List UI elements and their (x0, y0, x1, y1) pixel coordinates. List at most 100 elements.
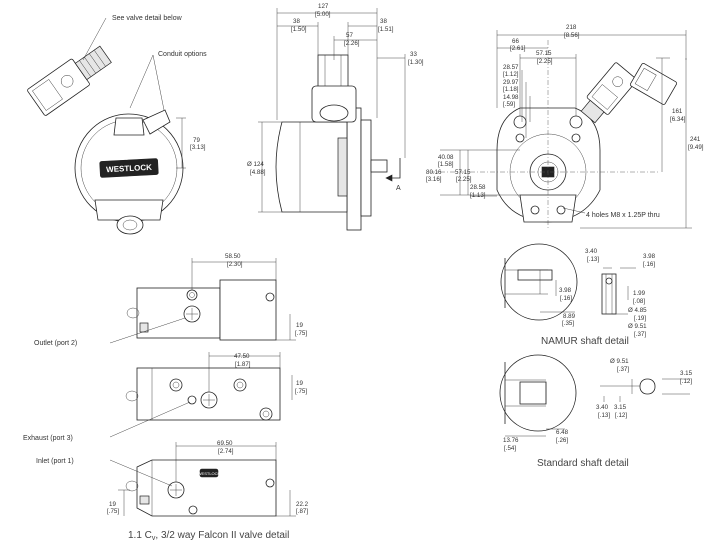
dim-top-5715a: 57.15 (536, 50, 552, 57)
dim-valve-222-in: [.87] (296, 508, 308, 515)
dim-side-38b: 38 (380, 18, 387, 25)
dim-top-66-in: [2.61] (510, 45, 526, 52)
dim-valve-6950-in: [2.74] (218, 448, 234, 455)
dim-namur-398a: 3.98 (559, 287, 572, 294)
dim-namur-199-in: [.08] (633, 298, 645, 305)
valve-view-inlet: WESTLOCK 69.50 [2.74] 19 [.75] 22.2 [.87… (36, 440, 309, 517)
dim-top-5715b-in: [2.25] (456, 176, 472, 183)
dim-top-218-in: [8.56] (564, 32, 580, 39)
label-inlet: Inlet (port 1) (36, 458, 74, 465)
dim-std-340-in: [.13] (598, 412, 610, 419)
dim-top-4008: 40.08 (438, 154, 454, 161)
label-holes: 4 holes M8 x 1.25P thru (586, 212, 660, 219)
dim-top-2858: 28.58 (470, 184, 486, 191)
dim-valve-19b-in: [.75] (295, 388, 307, 395)
namur-shaft-detail: 3.98 [.16] 8.89 [.35] 3.40 [.13] 3.98 [.… (500, 243, 656, 347)
section-a-label: A (396, 185, 401, 192)
label-conduit-options: Conduit options (158, 51, 207, 58)
dim-top-8016-in: [3.16] (426, 176, 442, 183)
dim-namur-951: Ø 9.51 (628, 323, 647, 330)
caption-subscript: v (152, 535, 156, 542)
dim-top-241: 241 (690, 136, 701, 143)
dim-namur-340-in: [.13] (587, 256, 599, 263)
valve-view-exhaust: 47.50 [1.87] 19 [.75] Exhaust (port 3) (23, 352, 307, 442)
dim-std-648: 6.48 (556, 429, 569, 436)
caption-prefix: 1.1 C (128, 530, 152, 541)
standard-shaft-detail: 6.48 [.26] 13.76 [.54] Ø 9.51 [.37] 3.15… (499, 354, 693, 469)
dim-namur-398b: 3.98 (643, 253, 656, 260)
dim-valve-4750-in: [1.87] (235, 361, 251, 368)
dim-top-218: 218 (566, 24, 577, 31)
dim-std-1376-in: [.54] (504, 445, 516, 452)
dim-valve-19b: 19 (296, 380, 303, 387)
dim-top-2997-in: [1.18] (503, 86, 519, 93)
caption-suffix: , 3/2 way Falcon II valve detail (155, 530, 289, 541)
dim-valve-5850: 58.50 (225, 253, 241, 260)
side-view: A 127 [5.00] 38 [1.50] 38 [1.51] 57 [2.2… (247, 3, 424, 231)
dim-valve-19c: 19 (109, 501, 116, 508)
dim-std-340: 3.40 (596, 404, 609, 411)
dim-side-124-in: [4.88] (250, 169, 266, 176)
dim-namur-889: 8.89 (563, 313, 576, 320)
dim-side-127: 127 (318, 3, 329, 10)
dim-top-241-in: [9.49] (688, 144, 704, 151)
dim-std-648-in: [.26] (556, 437, 568, 444)
front-view: WESTLOCK 79 [3.13] See valve detail belo… (27, 15, 207, 235)
dim-namur-398b-in: [.16] (643, 261, 655, 268)
dim-namur-398a-in: [.16] (560, 295, 572, 302)
dim-top-2857a-in: [1.12] (503, 71, 519, 78)
dim-valve-19a-in: [.75] (295, 330, 307, 337)
front-brand-text: WESTLOCK (106, 163, 152, 174)
dim-top-4008-in: [1.58] (438, 161, 454, 168)
dim-top-8016: 80.16 (426, 169, 442, 176)
dim-std-951-in: [.37] (617, 366, 629, 373)
dim-top-161-in: [6.34] (670, 116, 686, 123)
standard-caption: Standard shaft detail (537, 458, 629, 469)
dim-valve-5850-in: [2.30] (227, 261, 243, 268)
label-outlet: Outlet (port 2) (34, 340, 77, 347)
dim-side-38b-in: [1.51] (378, 26, 394, 33)
dim-side-127-in: [5.00] (315, 11, 331, 18)
dim-side-57: 57 (346, 32, 353, 39)
dim-side-38a: 38 (293, 18, 300, 25)
dim-top-2997: 29.97 (503, 79, 519, 86)
dim-top-1498-in: [.59] (503, 101, 515, 108)
dim-valve-19c-in: [.75] (107, 508, 119, 515)
dim-valve-4750: 47.50 (234, 353, 250, 360)
dim-side-33-in: [1.30] (408, 59, 424, 66)
dim-side-124: Ø 124 (247, 161, 264, 168)
dim-front-79: 79 (193, 137, 200, 144)
dim-std-1376: 13.76 (503, 437, 519, 444)
dim-namur-485: Ø 4.85 (628, 307, 647, 314)
dim-top-161: 161 (672, 108, 683, 115)
dim-namur-951-in: [.37] (634, 331, 646, 338)
top-view: 218 [8.56] 66 [2.61] 57.15 [2.25] 28.57 … (426, 24, 704, 229)
dim-top-2858-in: [1.13] (470, 192, 486, 199)
dim-std-315b-in: [.12] (615, 412, 627, 419)
dim-valve-6950: 69.50 (217, 440, 233, 447)
dim-valve-222: 22.2 (296, 501, 309, 508)
dim-side-33: 33 (410, 51, 417, 58)
dim-side-57-in: [2.26] (344, 40, 360, 47)
label-exhaust: Exhaust (port 3) (23, 435, 73, 442)
dim-valve-19a: 19 (296, 322, 303, 329)
dim-std-315b: 3.15 (614, 404, 627, 411)
dim-top-66: 66 (512, 38, 519, 45)
label-valve-detail: See valve detail below (112, 15, 183, 22)
valve-view-outlet: 58.50 [2.30] 19 [.75] Outlet (port 2) (34, 253, 307, 347)
inlet-brand-text: WESTLOCK (198, 471, 221, 476)
dim-namur-485-in: [.19] (634, 315, 646, 322)
namur-caption: NAMUR shaft detail (541, 336, 629, 347)
figure-caption: 1.1 Cv, 3/2 way Falcon II valve detail (128, 530, 289, 542)
dim-namur-199: 1.99 (633, 290, 646, 297)
dim-side-38a-in: [1.50] (291, 26, 307, 33)
dim-std-315a: 3.15 (680, 370, 693, 377)
dim-front-79-in: [3.13] (190, 144, 206, 151)
dim-top-5715b: 57.15 (455, 169, 471, 176)
dim-std-951: Ø 9.51 (610, 358, 629, 365)
dim-top-1498: 14.98 (503, 94, 519, 101)
dim-std-315a-in: [.12] (680, 378, 692, 385)
dim-namur-340: 3.40 (585, 248, 598, 255)
dim-namur-889-in: [.35] (562, 320, 574, 327)
